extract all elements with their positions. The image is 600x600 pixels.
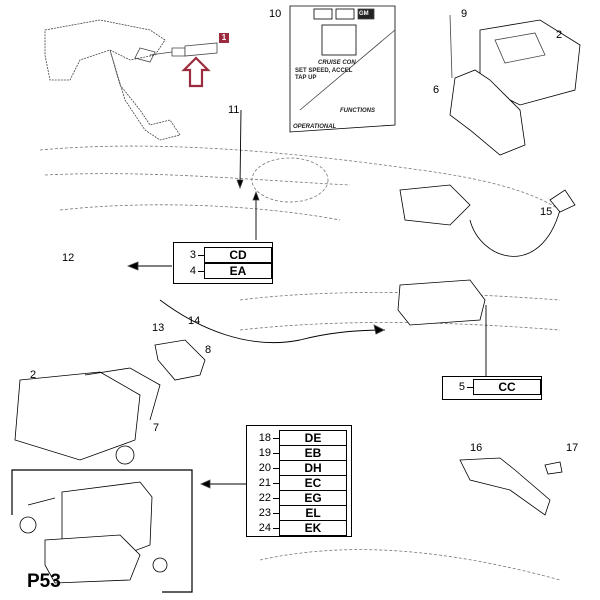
sticker-line4: FUNCTIONS	[340, 108, 375, 114]
mounting-bracket	[449, 14, 526, 156]
code-row: 22 EG	[249, 490, 347, 506]
pedal-lever	[459, 457, 563, 516]
part-code: EC	[279, 475, 347, 491]
code-table-5: 5 CC	[442, 376, 542, 400]
part-number: 23	[258, 507, 271, 519]
part-number: 22	[258, 492, 271, 504]
sticker-line1: CRUISE CON	[318, 60, 356, 66]
part-code: DH	[279, 460, 347, 476]
code-row: 23 EL	[249, 505, 347, 521]
code-row: 19 EB	[249, 445, 347, 461]
callout-6: 6	[433, 84, 440, 96]
part-number: 19	[258, 447, 271, 459]
brake-switch	[171, 42, 218, 57]
callout-11: 11	[228, 104, 240, 116]
part-number: 18	[258, 432, 271, 444]
callout-10: 10	[269, 8, 282, 20]
part-code: EB	[279, 445, 347, 461]
part-code: EK	[279, 520, 347, 536]
code-row: 5 CC	[443, 379, 541, 395]
code-row: 18 DE	[249, 430, 347, 446]
code-table-3-4: 3 CD 4 EA	[173, 242, 273, 284]
cruise-actuator	[397, 184, 486, 326]
callout-17: 17	[566, 442, 579, 454]
sticker-brand: GM	[359, 11, 369, 17]
bracket-plate	[154, 339, 206, 381]
cable	[159, 299, 386, 344]
sticker-line2: SET SPEED, ACCEL	[295, 68, 353, 74]
highlight-arrow-icon	[181, 56, 211, 88]
part-number: 5	[458, 381, 465, 393]
reference-label: P53	[27, 571, 61, 592]
callout-2-left: 2	[30, 369, 37, 381]
callout-12: 12	[62, 252, 75, 264]
part-code: DE	[279, 430, 347, 446]
code-row: 20 DH	[249, 460, 347, 476]
part-code: CC	[473, 379, 541, 395]
part-number: 4	[189, 265, 196, 277]
part-number: 21	[258, 477, 271, 489]
callout-7: 7	[153, 422, 160, 434]
inset-frame	[11, 469, 193, 593]
callout-13: 13	[152, 322, 165, 334]
callout-8: 8	[205, 344, 212, 356]
cruise-control-label-sticker	[289, 5, 396, 133]
code-row: 4 EA	[174, 263, 272, 279]
callout-16: 16	[470, 442, 483, 454]
part-number: 24	[258, 522, 271, 534]
callout-14: 14	[188, 315, 201, 327]
part-code: CD	[204, 247, 272, 263]
leader-lines	[132, 109, 487, 485]
engine-bay-outline	[39, 145, 561, 581]
arrowheads	[126, 179, 385, 489]
actuator-cable	[469, 189, 576, 257]
inset-module	[19, 481, 168, 584]
part-code: EL	[279, 505, 347, 521]
part-number: 3	[189, 249, 196, 261]
code-row: 21 EC	[249, 475, 347, 491]
control-module-left	[14, 367, 161, 465]
part-code: EA	[204, 263, 272, 279]
code-row: 24 EK	[249, 520, 347, 536]
code-row: 3 CD	[174, 247, 272, 263]
sticker-line3: TAP UP	[295, 75, 317, 81]
code-table-18-24: 18 DE 19 EB 20 DH 21 EC 22 EG 23 EL 24 EK	[246, 425, 352, 537]
highlighted-part-marker: 1	[219, 33, 229, 43]
part-number: 20	[258, 462, 271, 474]
part-code: EG	[279, 490, 347, 506]
callout-15: 15	[540, 206, 553, 218]
sticker-line5: OPERATIONAL	[293, 124, 337, 130]
brake-pedal-assembly	[44, 19, 181, 141]
callout-2-top: 2	[556, 29, 563, 41]
callout-9: 9	[461, 8, 468, 20]
